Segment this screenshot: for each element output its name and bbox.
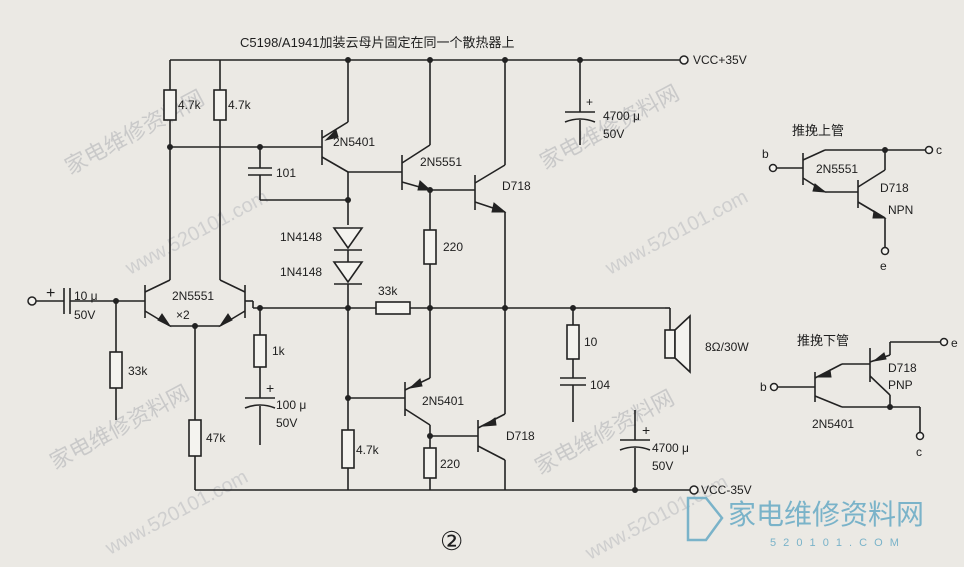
transistor-label: D718 xyxy=(502,179,531,193)
transistor-2n5551-driver xyxy=(401,144,432,191)
site-logo: 家电维修资料网 5 2 0 1 0 1 . C O M xyxy=(686,496,924,549)
logo-mark-icon xyxy=(686,496,724,542)
terminal-label: b xyxy=(762,147,769,161)
transistor-label: D718 xyxy=(888,361,917,375)
capacitor-label: 50V xyxy=(276,416,297,430)
resistor-4k7-right xyxy=(213,89,227,121)
speaker-label: 8Ω/30W xyxy=(705,340,749,354)
emitter-arrow-icon xyxy=(417,180,432,191)
logo-url: 5 2 0 1 0 1 . C O M xyxy=(770,537,901,549)
logo-text: 家电维修资料网 xyxy=(728,498,924,531)
resistor-label: 220 xyxy=(440,457,460,471)
cap-polarity: + xyxy=(642,422,650,438)
transistor-d718-top xyxy=(474,164,507,213)
watermark-text: www.520101.com xyxy=(601,186,752,280)
transistor-2n5401-top xyxy=(321,121,349,173)
push-pull-upper-diagram: 推挽上管 b c 2N5551 e D718 NPN xyxy=(762,123,942,273)
capacitor-label: 10 μ xyxy=(74,289,98,303)
emitter-arrow-icon xyxy=(157,313,172,328)
emitter-arrow-icon xyxy=(408,378,423,389)
capacitor-label: 4700 μ xyxy=(652,441,689,455)
transistor-label: 2N5401 xyxy=(422,394,464,408)
capacitor-label: 50V xyxy=(652,459,673,473)
diode-1n4148-2 xyxy=(332,261,364,284)
resistor-33k-input xyxy=(109,351,123,389)
capacitor-label: 4700 μ xyxy=(603,109,640,123)
terminal-label: b xyxy=(760,380,767,394)
speaker-icon xyxy=(664,314,691,374)
resistor-label: 4.7k xyxy=(356,443,380,457)
watermark-text: www.520101.com xyxy=(121,186,272,280)
resistor-33k-feedback xyxy=(375,301,411,315)
capacitor-label: 50V xyxy=(74,308,95,322)
transistor-d718-bottom xyxy=(477,413,506,461)
resistor-label: 4.7k xyxy=(178,98,202,112)
vcc-positive-terminal xyxy=(679,55,689,65)
resistor-220-top xyxy=(423,229,437,265)
vcc-positive-label: VCC+35V xyxy=(693,53,747,67)
capacitor-label: 104 xyxy=(590,378,610,392)
emitter-arrow-icon xyxy=(218,313,233,328)
transistor-label: 2N5551 xyxy=(420,155,462,169)
resistor-label: 47k xyxy=(206,431,226,445)
resistor-4k7-left xyxy=(163,89,177,121)
resistor-4k7-bottom xyxy=(341,429,355,469)
push-upper-title: 推挽上管 xyxy=(792,123,844,138)
transistor-type: NPN xyxy=(888,203,913,217)
transistor-type: PNP xyxy=(888,378,913,392)
terminal-label: e xyxy=(880,259,887,273)
resistor-label: 33k xyxy=(128,364,148,378)
resistor-47k xyxy=(188,419,202,457)
transistor-2n5551-diff-right xyxy=(218,279,246,328)
transistor-label: 2N5551 xyxy=(816,162,858,176)
resistor-label: 33k xyxy=(378,284,398,298)
resistor-label: 4.7k xyxy=(228,98,252,112)
resistor-10 xyxy=(566,324,580,360)
emitter-arrow-icon xyxy=(872,352,887,362)
transistor-2n5401-bottom xyxy=(404,377,431,426)
figure-number: ② xyxy=(440,527,463,557)
resistor-1k xyxy=(253,334,267,368)
resistor-label: 1k xyxy=(272,344,286,358)
input-terminal xyxy=(27,296,37,306)
emitter-arrow-icon xyxy=(324,129,339,141)
diode-1n4148-1 xyxy=(332,227,364,250)
emitter-arrow-icon xyxy=(812,183,827,193)
emitter-arrow-icon xyxy=(482,417,497,427)
resistor-label: 10 xyxy=(584,335,598,349)
push-lower-title: 推挽下管 xyxy=(797,333,849,348)
cap-polarity: + xyxy=(266,380,274,396)
cap-polarity: + xyxy=(586,95,593,109)
vcc-negative-terminal xyxy=(689,485,699,495)
capacitor-label: 50V xyxy=(603,127,624,141)
transistor-label: D718 xyxy=(506,429,535,443)
transistor-label: 2N5401 xyxy=(812,417,854,431)
emitter-arrow-icon xyxy=(817,369,832,378)
push-pull-lower-diagram: 推挽下管 e D718 PNP b c 2N5401 xyxy=(760,333,958,459)
terminal-label: c xyxy=(916,445,922,459)
schematic-title: C5198/A1941加装云母片固定在同一个散热器上 xyxy=(240,35,515,50)
capacitor-label: 101 xyxy=(276,166,296,180)
vcc-negative-label: VCC-35V xyxy=(701,483,752,497)
resistor-220-bottom xyxy=(423,447,437,479)
watermark-text: www.520101.com xyxy=(101,466,252,560)
transistor-label: D718 xyxy=(880,181,909,195)
emitter-arrow-icon xyxy=(872,210,887,219)
transistor-count: ×2 xyxy=(176,308,190,322)
emitter-arrow-icon xyxy=(491,202,507,213)
diode-label: 1N4148 xyxy=(280,265,322,279)
transistor-label: 2N5401 xyxy=(333,135,375,149)
capacitor-label: 100 μ xyxy=(276,398,306,412)
diode-label: 1N4148 xyxy=(280,230,322,244)
watermark-layer: 家电维修资料网 www.520101.com 家电维修资料网 www.52010… xyxy=(46,80,752,565)
terminal-label: e xyxy=(951,336,958,350)
transistor-2n5551-diff-left xyxy=(144,279,172,328)
input-polarity: + xyxy=(46,285,55,302)
watermark-text: 家电维修资料网 xyxy=(46,380,194,474)
transistor-label: 2N5551 xyxy=(172,289,214,303)
terminal-label: c xyxy=(936,143,942,157)
resistor-label: 220 xyxy=(443,240,463,254)
